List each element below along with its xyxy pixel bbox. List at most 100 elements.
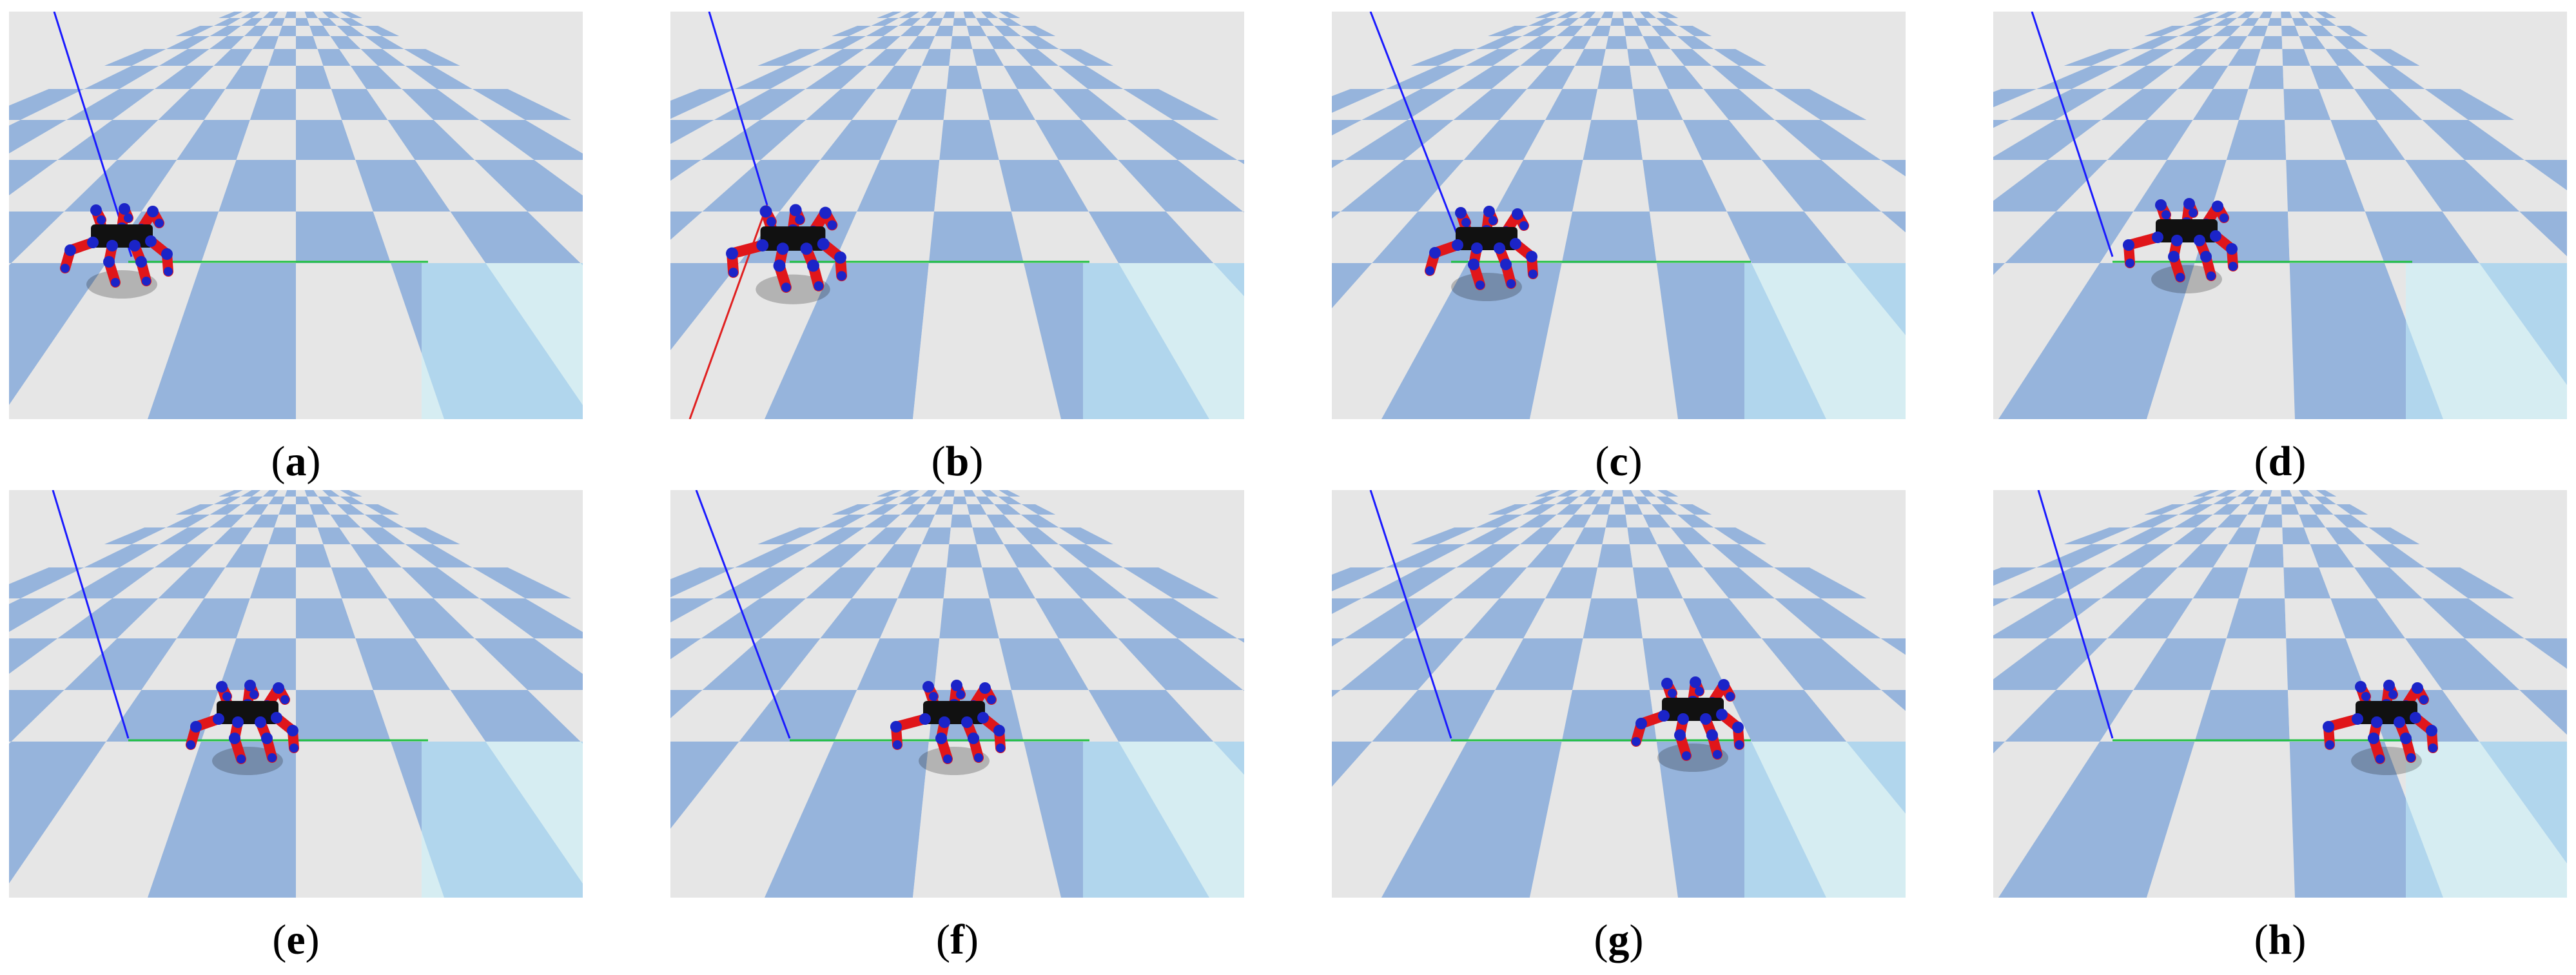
floor-tile-blue [950, 36, 973, 49]
floor-tile-light [437, 89, 525, 120]
leg-joint [922, 681, 934, 693]
floor-tile-blue [2240, 18, 2259, 26]
floor-tile-light [2316, 515, 2347, 527]
floor-tile-light [366, 89, 434, 120]
floor-tile-blue [2282, 49, 2310, 66]
floor-tile-light [2147, 89, 2213, 120]
floor-tile-light [1539, 26, 1570, 36]
floor-tile-blue [1527, 544, 1576, 567]
leg-joint [2183, 198, 2195, 210]
leg-joint [2355, 681, 2366, 693]
floor-tile-light [1637, 120, 1703, 160]
floor-tile-light [2199, 18, 2227, 26]
floor-tile-blue [1677, 515, 1714, 527]
floor-tile-light [231, 36, 262, 49]
floor-tile-blue [1088, 690, 1214, 742]
floor-tile-light [1491, 66, 1548, 89]
floor-tile-blue [309, 26, 331, 36]
floor-tile-light [433, 598, 534, 638]
floor-tile-blue [921, 527, 951, 544]
floor-tile-light [2464, 160, 2567, 212]
floor-tile-blue [1642, 638, 1727, 690]
floor-tile-blue [1773, 567, 1867, 598]
floor-tile-light [1505, 26, 1543, 36]
floor-tile-light [886, 36, 918, 49]
leg-joint [1455, 207, 1467, 219]
floor-tile-blue [1519, 515, 1557, 527]
caption-close-paren: ) [1629, 916, 1644, 963]
floor-tile-light [2056, 638, 2167, 690]
light-glow [2406, 263, 2567, 419]
floor-tile-blue [2283, 567, 2331, 598]
floor-tile-light [879, 598, 944, 638]
leg-joint [1677, 713, 1689, 725]
floor-tile-blue [2292, 497, 2309, 504]
floor-tile-blue [1670, 527, 1712, 544]
caption-letter: g [1608, 916, 1630, 963]
floor-tile-light [670, 638, 761, 690]
floor-tile-blue [9, 89, 84, 120]
floor-tile-blue [1993, 638, 2108, 690]
floor-tile-light [913, 742, 1061, 898]
floor-tile-light [1623, 18, 1638, 26]
floor-tile-light [1404, 598, 1499, 638]
floor-tile-blue [2178, 544, 2229, 567]
floor-tile-light [1645, 18, 1666, 26]
scene-image [1993, 490, 2567, 898]
floor-tile-light [1514, 497, 1547, 504]
panel-caption: (g) [1332, 916, 1906, 965]
floor-tile-blue [907, 515, 935, 527]
floor-tile-blue [2118, 527, 2174, 544]
floor-tile-light [2239, 515, 2265, 527]
floor-tile-light [260, 66, 296, 89]
floor-tile-light [296, 12, 307, 18]
floor-tile-light [1569, 497, 1590, 504]
floor-tile-light [323, 504, 348, 515]
floor-tile-light [186, 527, 231, 544]
floor-tile-light [2283, 544, 2319, 567]
floor-tile-light [2345, 160, 2443, 212]
leg-joint [1718, 679, 1730, 691]
floor-tile-light [670, 89, 770, 120]
floor-tile-light [699, 544, 785, 567]
floor-tile-light [1546, 12, 1570, 18]
floor-tile-light [913, 263, 1061, 419]
floor-tile-blue [1556, 26, 1583, 36]
floor-tile-blue [981, 12, 999, 18]
floor-tile-blue [278, 26, 296, 36]
leg-joint [996, 744, 1005, 753]
floor-tile-light [20, 567, 120, 598]
floor-tile-blue [402, 89, 480, 120]
floor-tile-light [2152, 515, 2196, 527]
leg-joint [229, 733, 240, 744]
floor-tile-blue [1118, 160, 1244, 212]
floor-tile-light [433, 120, 534, 160]
floor-tile-blue [935, 26, 953, 36]
floor-tile-light [2200, 527, 2239, 544]
floor-tile-blue [210, 26, 242, 36]
floor-tile-blue [2131, 515, 2179, 527]
leg-joint [939, 716, 950, 728]
floor-tile-light [2290, 12, 2303, 18]
floor-tile-light [9, 263, 201, 419]
floor-tile-blue [1015, 49, 1059, 66]
floor-tile-light [433, 544, 508, 567]
floor-tile-blue [2247, 26, 2268, 36]
floor-tile-blue [1591, 504, 1611, 515]
floor-tile-blue [479, 120, 583, 160]
floor-tile-blue [2422, 120, 2524, 160]
floor-tile-light [1404, 120, 1499, 160]
panel-caption: (h) [1993, 916, 2567, 965]
leg-joint [943, 754, 952, 763]
floor-tile-light [894, 49, 930, 66]
leg-joint [2428, 744, 2437, 753]
leg-joint [961, 716, 973, 728]
floor-tile-light [329, 497, 351, 504]
floor-tile-blue [2133, 160, 2227, 212]
floor-tile-blue [2178, 504, 2214, 515]
leg-joint [1461, 218, 1470, 227]
floor-tile-blue [159, 49, 210, 66]
floor-tile-blue [2226, 120, 2287, 160]
floor-tile-blue [9, 120, 67, 154]
floor-tile-blue [714, 567, 806, 598]
